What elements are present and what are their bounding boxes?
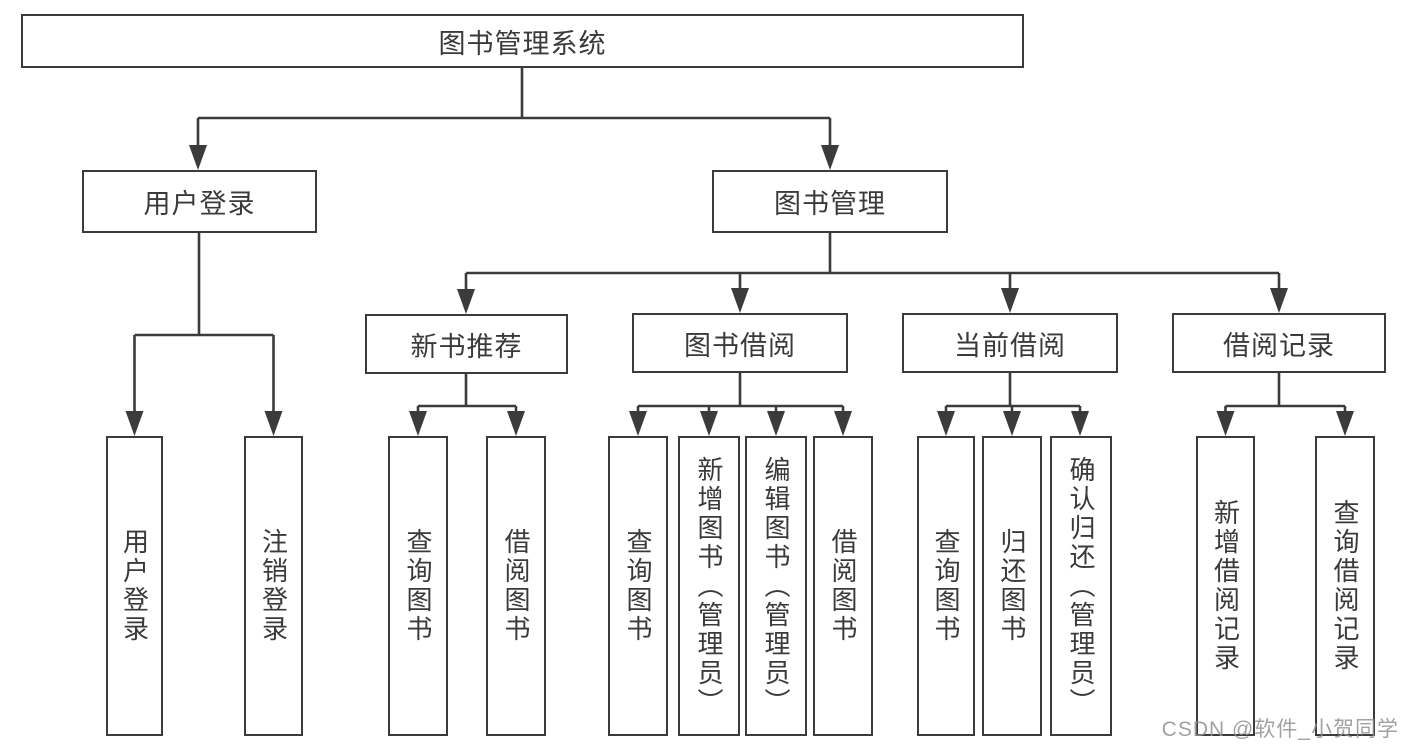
leaf-current-return: 归还图书	[982, 436, 1042, 736]
leaf-newbook-query: 查询图书	[388, 436, 448, 736]
arrowhead-icon	[409, 411, 427, 436]
branch-connector-0	[189, 68, 839, 170]
arrowhead-icon	[264, 411, 283, 436]
leaf-borrow-add-admin: 新增图书（管理员）	[678, 436, 740, 736]
branch-connector-6	[1216, 373, 1354, 436]
arrowhead-icon	[834, 411, 852, 436]
arrowhead-icon	[1336, 411, 1354, 436]
node-user-login: 用户登录	[82, 170, 317, 233]
leaf-record-add: 新增借阅记录	[1196, 436, 1255, 736]
branch-connector-1	[125, 233, 283, 436]
node-book-management: 图书管理	[712, 170, 948, 233]
arrowhead-icon	[937, 411, 955, 436]
node-root: 图书管理系统	[21, 14, 1024, 68]
leaf-borrow-edit-admin: 编辑图书（管理员）	[745, 436, 807, 736]
leaf-borrow-query: 查询图书	[608, 436, 668, 736]
arrowhead-icon	[1001, 288, 1019, 313]
node-book-borrow: 图书借阅	[632, 313, 848, 373]
arrowhead-icon	[731, 288, 749, 313]
arrowhead-icon	[700, 411, 718, 436]
node-new-book-recommend: 新书推荐	[365, 314, 568, 374]
arrowhead-icon	[457, 289, 475, 314]
leaf-user-login: 用户登录	[106, 436, 163, 736]
arrowhead-icon	[1071, 411, 1089, 436]
branch-connector-3	[409, 374, 525, 436]
branch-connector-2	[457, 233, 1288, 314]
arrowhead-icon	[189, 145, 207, 170]
arrowhead-icon	[629, 411, 647, 436]
leaf-logout: 注销登录	[244, 436, 303, 736]
node-current-borrow: 当前借阅	[902, 313, 1118, 373]
arrowhead-icon	[507, 411, 525, 436]
leaf-record-query: 查询借阅记录	[1315, 436, 1375, 736]
leaf-newbook-borrow: 借阅图书	[486, 436, 546, 736]
node-borrow-record: 借阅记录	[1172, 313, 1386, 373]
arrowhead-icon	[1003, 411, 1021, 436]
branch-connector-4	[629, 373, 852, 436]
arrowhead-icon	[1270, 288, 1288, 313]
arrowhead-icon	[1216, 411, 1235, 436]
arrowhead-icon	[125, 411, 144, 436]
leaf-current-query: 查询图书	[917, 436, 975, 736]
branch-connector-5	[937, 373, 1089, 436]
arrowhead-icon	[767, 411, 785, 436]
arrowhead-icon	[821, 145, 839, 170]
leaf-borrow-borrow: 借阅图书	[813, 436, 873, 736]
watermark: CSDN @软件_小贺同学	[1161, 718, 1399, 741]
leaf-current-confirm-admin: 确认归还（管理员）	[1050, 436, 1112, 736]
